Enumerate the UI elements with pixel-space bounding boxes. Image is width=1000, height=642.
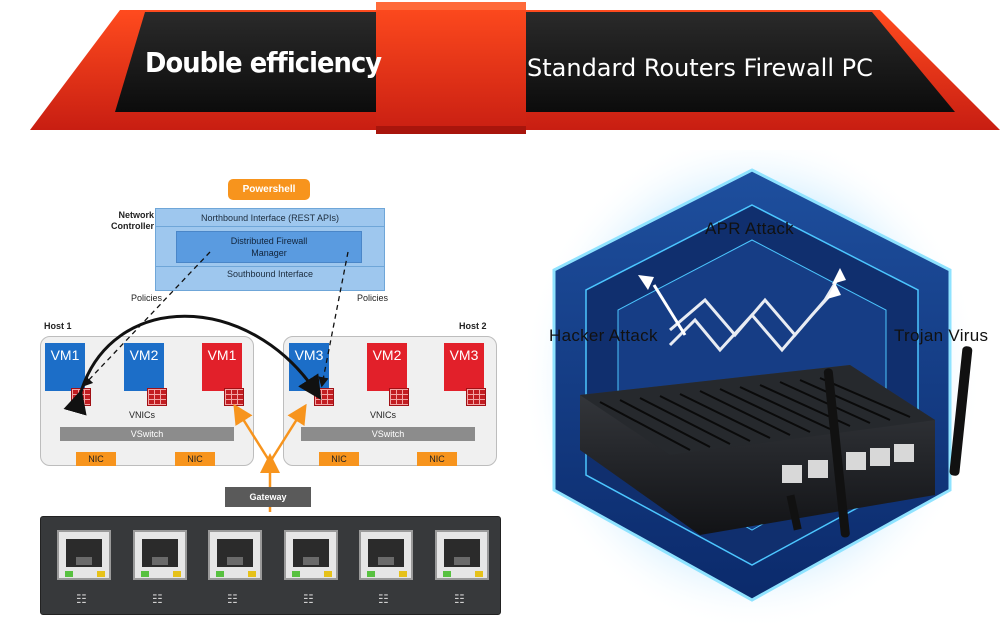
dfm-line1: Distributed Firewall bbox=[230, 236, 308, 246]
status-led bbox=[97, 571, 105, 577]
port-socket bbox=[66, 539, 102, 567]
port-socket bbox=[293, 539, 329, 567]
attack-label-top: APR Attack bbox=[705, 219, 794, 238]
host1-label: Host 1 bbox=[44, 321, 72, 331]
ethernet-port bbox=[284, 530, 338, 580]
status-led bbox=[248, 571, 256, 577]
status-led bbox=[475, 571, 483, 577]
port-socket bbox=[368, 539, 404, 567]
title-banner bbox=[30, 2, 1000, 134]
status-led bbox=[443, 571, 451, 577]
ethernet-port bbox=[435, 530, 489, 580]
status-led bbox=[173, 571, 181, 577]
ethernet-port bbox=[133, 530, 187, 580]
network-icon: ☷ bbox=[227, 592, 238, 606]
port-socket bbox=[444, 539, 480, 567]
port-socket bbox=[142, 539, 178, 567]
port-socket bbox=[217, 539, 253, 567]
host2-label: Host 2 bbox=[459, 321, 487, 331]
distributed-firewall-manager-box: Distributed Firewall Manager bbox=[176, 231, 362, 263]
host1-nic-1: NIC bbox=[76, 452, 116, 466]
dfm-line2: Manager bbox=[251, 248, 287, 258]
policies-label-right: Policies bbox=[357, 293, 389, 303]
host1-vm1-red: VM1 bbox=[202, 343, 242, 391]
ethernet-port bbox=[208, 530, 262, 580]
network-icon: ☷ bbox=[76, 592, 87, 606]
host2-nic-2: NIC bbox=[417, 452, 457, 466]
network-icon: ☷ bbox=[152, 592, 163, 606]
powershell-button: Powershell bbox=[228, 179, 310, 200]
status-led bbox=[399, 571, 407, 577]
network-icon: ☷ bbox=[378, 592, 389, 606]
network-icon: ☷ bbox=[303, 592, 314, 606]
banner-title-left: Double efficiency bbox=[145, 46, 382, 79]
host2-vnics-label: VNICs bbox=[370, 410, 397, 420]
status-led bbox=[141, 571, 149, 577]
host2-vm2-red: VM2 bbox=[367, 343, 407, 391]
host2-vswitch: VSwitch bbox=[301, 427, 475, 441]
firewall-icon bbox=[466, 388, 486, 406]
banner-title-right: Standard Routers Firewall PC bbox=[527, 54, 873, 82]
attack-label-right: Trojan Virus bbox=[894, 326, 989, 345]
network-icon: ☷ bbox=[454, 592, 465, 606]
diagram-arrows bbox=[63, 251, 349, 512]
host2-nic-1: NIC bbox=[319, 452, 359, 466]
attack-label-left: Hacker Attack bbox=[549, 326, 658, 345]
northbound-interface-label: Northbound Interface (REST APIs) bbox=[201, 213, 339, 223]
status-led bbox=[216, 571, 224, 577]
status-led bbox=[65, 571, 73, 577]
southbound-interface-label: Southbound Interface bbox=[226, 269, 314, 279]
ethernet-port-panel bbox=[40, 516, 501, 615]
host2-vm3-red: VM3 bbox=[444, 343, 484, 391]
policies-label-left: Policies bbox=[131, 293, 163, 303]
status-led bbox=[292, 571, 300, 577]
product-illustration bbox=[522, 150, 982, 630]
firewall-icon bbox=[389, 388, 409, 406]
status-led bbox=[367, 571, 375, 577]
status-led bbox=[324, 571, 332, 577]
host1-nic-2: NIC bbox=[175, 452, 215, 466]
ethernet-port bbox=[57, 530, 111, 580]
network-controller-label: Network Controller bbox=[110, 210, 154, 231]
ethernet-port bbox=[359, 530, 413, 580]
gateway-box: Gateway bbox=[225, 487, 311, 507]
host1-vswitch: VSwitch bbox=[60, 427, 234, 441]
